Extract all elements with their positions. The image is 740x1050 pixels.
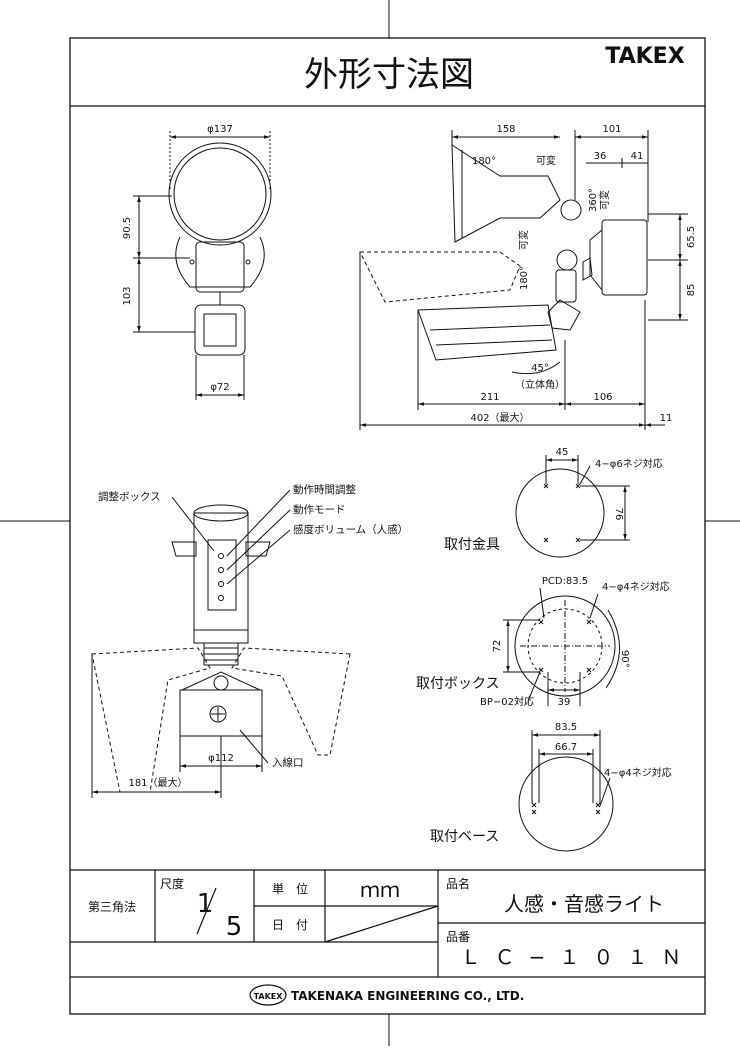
dim-65-5: 65.5 — [686, 226, 697, 248]
label-adjustable-360: 可変 — [598, 190, 611, 210]
dim-bracket-45: 45 — [556, 447, 569, 458]
bottom-view — [91, 489, 351, 798]
label-adjustable-mid: 可変 — [517, 230, 530, 250]
front-view — [133, 131, 272, 400]
dim-85: 85 — [686, 284, 697, 297]
product-number: ＬＣ−１０１Ｎ — [461, 945, 696, 969]
dim-211: 211 — [480, 392, 499, 403]
dim-box-39: 39 — [558, 697, 571, 708]
dim-height-upper: 90.5 — [122, 217, 133, 239]
base-title: 取付ベース — [430, 829, 499, 845]
dim-base-66: 66.7 — [555, 742, 577, 753]
box-bp: BP−02対応 — [480, 695, 534, 708]
dim-dia-base: φ72 — [210, 382, 229, 393]
company-name: TAKENAKA ENGINEERING CO., LTD. — [291, 989, 524, 1003]
dim-base-83: 83.5 — [555, 722, 577, 733]
scale-label: 尺度 — [160, 876, 184, 891]
side-view — [359, 130, 688, 430]
scale-denominator: 5 — [226, 912, 243, 942]
dim-36: 36 — [594, 151, 607, 162]
label-sensitivity: 感度ボリューム（人感） — [293, 523, 408, 536]
label-op-mode: 動作モード — [293, 503, 346, 516]
bracket-title: 取付金具 — [444, 537, 500, 553]
dim-101: 101 — [602, 124, 621, 135]
label-adjustable-top: 可変 — [536, 154, 556, 167]
product-name-label: 品名 — [446, 876, 470, 891]
label-adjust-box: 調整ボックス — [98, 490, 161, 503]
dim-dia-head: φ137 — [207, 124, 233, 135]
label-360: 360° — [588, 188, 599, 212]
dim-box-72: 72 — [492, 640, 503, 653]
dim-height-lower: 103 — [122, 286, 133, 305]
dim-bracket-76: 76 — [613, 508, 624, 521]
label-op-time: 動作時間調整 — [293, 483, 356, 496]
dim-box-pcd: PCD:83.5 — [542, 576, 588, 587]
box-screw: 4−φ4ネジ対応 — [602, 580, 670, 593]
projection-label: 第三角法 — [88, 900, 136, 914]
product-no-label: 品番 — [446, 930, 470, 944]
frame — [69, 37, 706, 1015]
bracket-view — [515, 455, 630, 558]
unit-value: ｍｍ — [360, 878, 400, 902]
box-view — [503, 587, 620, 706]
box-title: 取付ボックス — [416, 676, 500, 692]
dim-11: 11 — [660, 413, 673, 424]
label-180-top: 180° — [472, 156, 496, 167]
dim-158: 158 — [496, 124, 515, 135]
unit-label: 単 位 — [272, 881, 308, 896]
label-180-mid: 180° — [519, 266, 530, 290]
base-view — [518, 730, 614, 852]
base-screw: 4−φ4ネジ対応 — [604, 766, 672, 779]
brand-logo: TAKEX — [605, 44, 684, 69]
dim-106: 106 — [593, 392, 612, 403]
title-block — [70, 869, 705, 1006]
dim-402: 402（最大） — [470, 411, 529, 424]
dim-box-90: 90° — [619, 650, 630, 668]
scale-numerator: 1 — [197, 889, 214, 919]
label-45: 45° — [531, 363, 549, 374]
label-entry: 入線口 — [272, 756, 304, 769]
bracket-screw: 4−φ6ネジ対応 — [595, 457, 663, 470]
date-label: 日 付 — [272, 918, 308, 932]
page-title: 外形寸法図 — [304, 55, 474, 95]
label-solid-angle: （立体角） — [515, 378, 565, 391]
company-logo: TAKEX — [254, 992, 284, 1001]
dim-dia-112: φ112 — [208, 753, 234, 764]
dim-181: 181（最大） — [128, 776, 187, 789]
dim-41: 41 — [631, 151, 644, 162]
product-name: 人感・音感ライト — [504, 892, 664, 916]
